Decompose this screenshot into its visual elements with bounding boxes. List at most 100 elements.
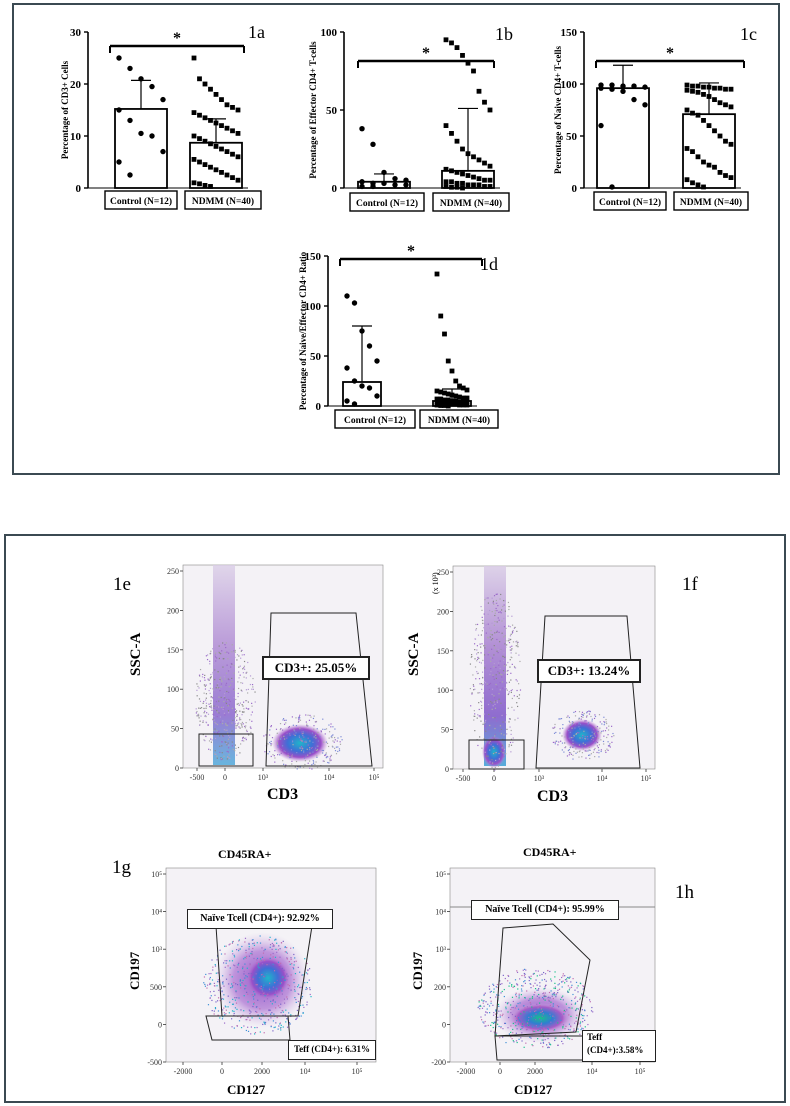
- event-dot-h: [530, 1003, 532, 1005]
- event-dot-g: [279, 1006, 281, 1009]
- event-dot-h: [544, 985, 546, 988]
- event-dot-e: [241, 704, 243, 706]
- y-tick-label-f: 200: [437, 607, 449, 616]
- event-dot-e2: [302, 732, 304, 735]
- event-dot-e2: [316, 745, 318, 747]
- event-dot-h: [553, 1016, 555, 1018]
- gate-bottom-line2-h: (CD4+):3.58%: [587, 1045, 644, 1055]
- event-dot-f: [490, 630, 492, 632]
- event-dot-f: [498, 752, 500, 755]
- event-dot-h: [511, 1006, 513, 1009]
- data-point-1c: [631, 83, 637, 89]
- event-dot-g: [281, 990, 283, 992]
- data-point-1d: [438, 313, 444, 319]
- event-dot-e: [215, 723, 217, 725]
- event-dot-e: [222, 666, 224, 668]
- event-dot-g: [301, 974, 303, 976]
- event-dot-f: [474, 688, 476, 690]
- event-dot-f: [510, 679, 512, 681]
- event-dot-g: [269, 982, 271, 984]
- event-dot-e2: [290, 749, 293, 751]
- event-dot-f: [503, 712, 505, 714]
- event-dot-f: [478, 702, 480, 704]
- event-dot-e: [208, 703, 210, 705]
- event-dot-g: [211, 1009, 213, 1012]
- event-dot-f: [482, 659, 484, 662]
- event-cluster-e: [272, 724, 328, 762]
- event-dot-g: [273, 970, 276, 972]
- event-dot-g: [306, 988, 308, 990]
- event-dot-h: [495, 1032, 498, 1034]
- event-dot-f: [501, 620, 503, 622]
- event-dot-g: [263, 1032, 265, 1034]
- event-dot-f: [491, 759, 493, 761]
- event-dot-f: [490, 670, 492, 673]
- event-dot-e: [210, 702, 212, 705]
- event-dot-e: [225, 729, 227, 731]
- data-point-1b: [449, 184, 454, 190]
- event-dot-e: [205, 707, 207, 709]
- event-dot-f2: [558, 718, 560, 720]
- event-dot-f: [482, 619, 484, 622]
- event-dot-f2: [574, 723, 576, 726]
- event-dot-f: [516, 642, 519, 644]
- event-dot-h: [509, 982, 511, 984]
- event-dot-f2: [572, 737, 574, 739]
- event-dot-f2: [595, 727, 597, 729]
- event-dot-f: [496, 638, 498, 641]
- event-dot-h: [535, 1010, 537, 1012]
- event-dot-e2: [300, 745, 303, 748]
- event-dot-h: [554, 982, 556, 984]
- event-dot-g: [290, 957, 292, 959]
- event-dot-e: [234, 723, 237, 725]
- event-dot-g: [229, 960, 231, 962]
- event-dot-h: [535, 1030, 537, 1033]
- event-dot-e2: [312, 763, 315, 765]
- event-dot-e: [231, 707, 234, 710]
- event-dot-f: [481, 704, 483, 707]
- event-dot-e2: [278, 738, 280, 740]
- event-dot-e2: [282, 718, 285, 720]
- data-point-1c: [690, 83, 695, 89]
- category-box-1c-0: [593, 191, 667, 211]
- data-point-1b: [471, 174, 476, 180]
- event-dot-e: [234, 651, 236, 653]
- event-dot-e: [227, 698, 229, 701]
- event-dot-h: [516, 983, 518, 985]
- event-dot-g: [253, 991, 255, 993]
- event-dot-e: [212, 673, 214, 675]
- event-dot-e2: [276, 742, 278, 744]
- data-point-1a: [230, 105, 235, 110]
- event-dot-g: [250, 1033, 252, 1035]
- event-dot-f: [502, 670, 505, 672]
- event-dot-e: [240, 723, 242, 725]
- event-dot-f2: [591, 731, 593, 733]
- data-point-1b: [381, 169, 387, 176]
- event-dot-f2: [567, 715, 569, 717]
- event-dot-e: [240, 657, 242, 659]
- event-dot-g: [262, 986, 265, 988]
- event-dot-f: [491, 622, 493, 624]
- event-dot-e2: [277, 754, 279, 756]
- event-dot-g: [280, 962, 282, 964]
- event-dot-e: [237, 695, 239, 698]
- event-dot-e: [196, 683, 198, 685]
- y-axis-label-1a: Percentage of CD3+ Cells: [60, 60, 70, 159]
- event-dot-e2: [312, 741, 314, 743]
- event-dot-h: [576, 1014, 578, 1016]
- event-dot-e: [204, 674, 206, 676]
- significance-star-1b: *: [422, 45, 430, 62]
- event-dot-e: [204, 710, 206, 712]
- event-dot-h: [565, 1025, 567, 1027]
- event-dot-g: [259, 987, 261, 989]
- event-dot-h: [553, 994, 555, 996]
- event-dot-g: [219, 1017, 221, 1019]
- event-dot-f: [494, 733, 496, 736]
- event-dot-e2: [298, 719, 300, 721]
- event-dot-h: [556, 1005, 559, 1007]
- event-dot-g: [216, 985, 218, 987]
- event-dot-g: [232, 998, 234, 1001]
- event-dot-e2: [315, 761, 317, 763]
- event-dot-e: [208, 740, 211, 742]
